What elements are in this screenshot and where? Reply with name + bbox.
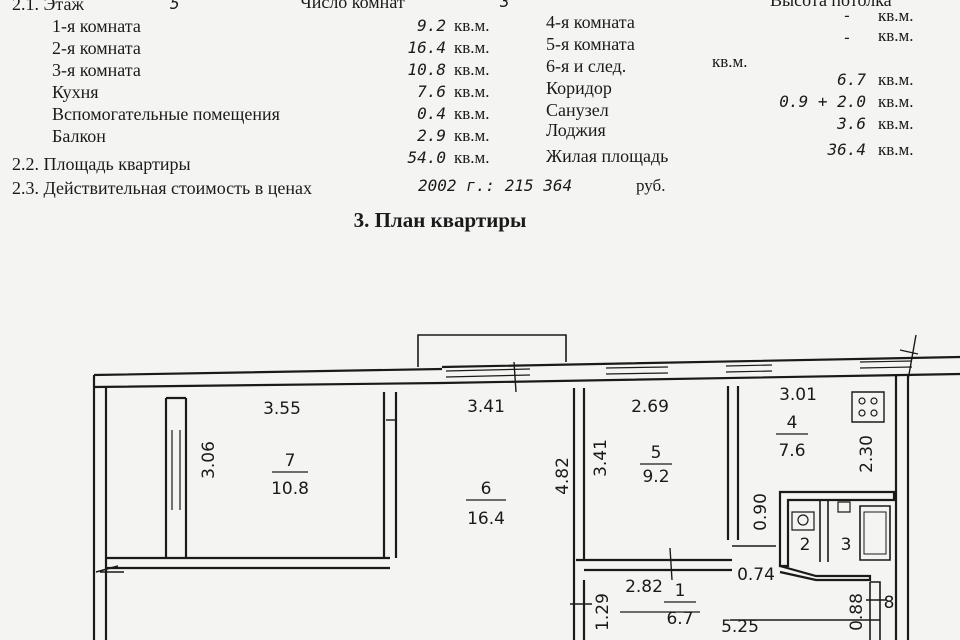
row-unit: кв.м. — [712, 52, 748, 71]
row-value: - — [842, 28, 852, 47]
dim-3-06: 3.06 — [199, 441, 219, 479]
row-value: 2.9 — [417, 126, 446, 145]
row-label: 4-я комната — [546, 12, 635, 32]
room-6-area: 16.4 — [467, 509, 505, 529]
cost-label: 2.3. Действительная стоимость в ценах — [12, 178, 312, 198]
row-unit: кв.м. — [878, 114, 914, 133]
dim-5-25: 5.25 — [721, 617, 759, 637]
room-8-number: 8 — [884, 593, 895, 613]
room-6-number: 6 — [481, 479, 492, 499]
row-label: Балкон — [52, 126, 106, 146]
dim-3-55: 3.55 — [263, 399, 301, 419]
rooms-label: Число комнат — [300, 0, 405, 12]
dim-2-82: 2.82 — [625, 577, 663, 597]
room-7-number: 7 — [285, 451, 296, 471]
row-value: 10.8 — [407, 60, 446, 79]
room-2-number: 2 — [800, 535, 811, 555]
living-area-value: 36.4 — [827, 140, 866, 159]
row-label: Санузел — [546, 100, 609, 120]
row-label: Коридор — [546, 78, 612, 98]
row-value: 0.4 — [417, 104, 446, 123]
row-unit: кв.м. — [454, 82, 490, 101]
row-label: 5-я комната — [546, 34, 635, 54]
row-label: Кухня — [52, 82, 99, 102]
row-value: 7.6 — [417, 82, 446, 101]
row-label: Вспомогательные помещения — [52, 104, 280, 124]
floor-label: 2.1. Этаж — [12, 0, 84, 14]
row-value: 3.6 — [837, 114, 866, 133]
room-4-number: 4 — [787, 413, 798, 433]
row-unit: кв.м. — [454, 16, 490, 35]
room-7-area: 10.8 — [271, 479, 309, 499]
floor-value: 5 — [170, 0, 180, 13]
apartment-area-value: 54.0 — [407, 148, 446, 167]
room-4-area: 7.6 — [778, 441, 805, 461]
row-unit: кв.м. — [454, 126, 490, 145]
row-value: 9.2 — [417, 16, 446, 35]
cost-unit: руб. — [636, 176, 666, 195]
row-unit: кв.м. — [878, 70, 914, 89]
cost-value: 2002 г.: 215 364 — [418, 176, 573, 195]
room-1-number: 1 — [675, 581, 686, 601]
living-area-unit: кв.м. — [878, 140, 914, 159]
row-unit: кв.м. — [878, 26, 914, 45]
room-3-number: 3 — [841, 535, 852, 555]
room-5-area: 9.2 — [642, 467, 669, 487]
dim-0-88: 0.88 — [847, 593, 867, 631]
row-label: 1-я комната — [52, 16, 141, 36]
apartment-area-label: 2.2. Площадь квартиры — [12, 154, 191, 174]
row-unit: кв.м. — [454, 60, 490, 79]
dim-3-01: 3.01 — [779, 385, 817, 405]
row-unit: кв.м. — [454, 38, 490, 57]
row-value: 6.7 — [837, 70, 866, 89]
dim-0-90: 0.90 — [751, 493, 771, 531]
dim-2-69: 2.69 — [631, 397, 669, 417]
dim-3-41-top: 3.41 — [467, 397, 505, 417]
row-value: - — [842, 6, 852, 25]
row-unit: кв.м. — [454, 104, 490, 123]
living-area-label: Жилая площадь — [546, 146, 669, 166]
dim-2-30: 2.30 — [857, 435, 877, 473]
room-5-number: 5 — [651, 443, 662, 463]
plan-title: 3. План квартиры — [353, 208, 527, 232]
room-1-area: 6.7 — [666, 609, 693, 629]
dim-3-41-vertical: 3.41 — [591, 439, 611, 477]
row-label: Лоджия — [546, 120, 606, 140]
row-unit: кв.м. — [878, 6, 914, 25]
row-value: 0.9 + 2.0 — [779, 92, 866, 111]
apartment-area-unit: кв.м. — [454, 148, 490, 167]
row-value: 16.4 — [407, 38, 446, 57]
rooms-value: 3 — [500, 0, 510, 11]
dim-1-29: 1.29 — [593, 593, 613, 631]
dim-4-82: 4.82 — [553, 457, 573, 495]
row-label: 6-я и след. — [546, 56, 627, 76]
ceiling-label: Высота потолка — [770, 0, 892, 10]
dim-0-74: 0.74 — [737, 565, 775, 585]
row-unit: кв.м. — [878, 92, 914, 111]
row-label: 3-я комната — [52, 60, 141, 80]
row-label: 2-я комната — [52, 38, 141, 58]
